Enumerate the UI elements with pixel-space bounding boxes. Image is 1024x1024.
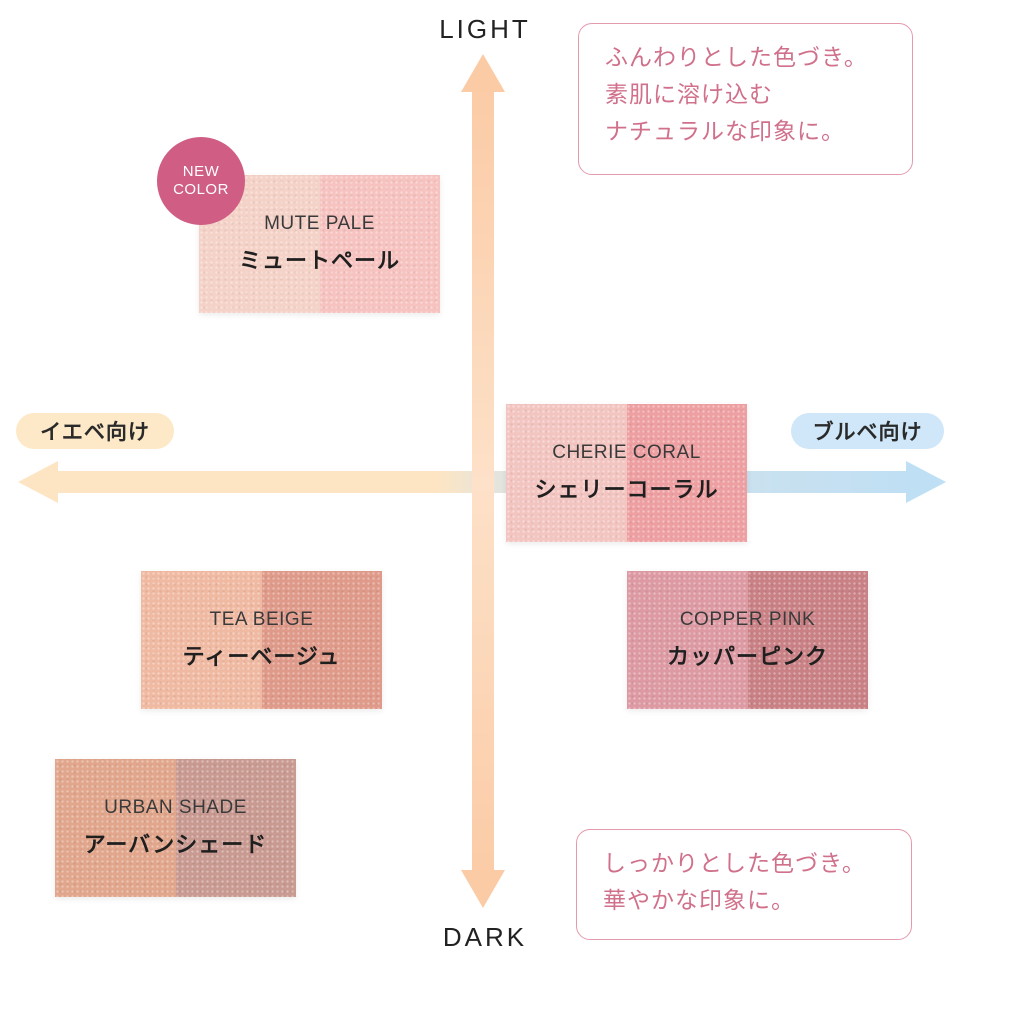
swatch-name-jp: カッパーピンク (666, 645, 828, 670)
badge-line: COLOR (173, 181, 229, 198)
badge-line: NEW (182, 163, 220, 180)
note-dark-line: 華やかな印象に。 (603, 888, 795, 914)
swatch-name-jp: シェリーコーラル (534, 478, 719, 503)
note-light-line: 素肌に溶け込む (605, 82, 773, 108)
swatch-name-jp: ミュートペール (238, 249, 400, 274)
swatch-right-color (747, 571, 868, 709)
swatch-right-color (626, 404, 747, 542)
note-light-line: ふんわりとした色づき。 (605, 45, 868, 71)
swatch-name-en: URBAN SHADE (104, 797, 247, 818)
new-color-badge: NEW COLOR (157, 137, 245, 225)
swatch-left-color (55, 759, 176, 897)
vertical-arrow (461, 54, 505, 908)
note-light-line: ナチュラルな印象に。 (605, 119, 845, 145)
note-dark-line: しっかりとした色づき。 (603, 851, 866, 877)
axis-label-blue-base: ブルベ向け (791, 413, 944, 449)
axis-label-yellow-base: イエベ向け (16, 413, 174, 449)
swatch-left-color (506, 404, 627, 542)
swatch-right-color (175, 759, 296, 897)
swatch-name-en: TEA BEIGE (209, 609, 314, 630)
note-light: ふんわりとした色づき。 素肌に溶け込む ナチュラルな印象に。 (578, 23, 913, 175)
swatch-right-color (261, 571, 382, 709)
swatch-cherie-coral: CHERIE CORAL シェリーコーラル (506, 404, 747, 542)
swatch-name-jp: ティーベージュ (182, 645, 341, 670)
swatch-left-color (141, 571, 262, 709)
swatch-name-jp: アーバンシェード (83, 833, 268, 858)
swatch-left-color (627, 571, 748, 709)
note-dark: しっかりとした色づき。 華やかな印象に。 (576, 829, 912, 940)
swatch-right-color (319, 175, 440, 313)
swatch-name-en: MUTE PALE (264, 213, 375, 234)
swatch-copper-pink: COPPER PINK カッパーピンク (627, 571, 868, 709)
swatch-name-en: COPPER PINK (679, 609, 816, 630)
axis-label-dark: DARK (442, 922, 528, 952)
swatch-name-en: CHERIE CORAL (552, 442, 701, 463)
axis-label-light: LIGHT (439, 14, 531, 44)
swatch-urban-shade: URBAN SHADE アーバンシェード (55, 759, 296, 897)
swatch-tea-beige: TEA BEIGE ティーベージュ (141, 571, 382, 709)
